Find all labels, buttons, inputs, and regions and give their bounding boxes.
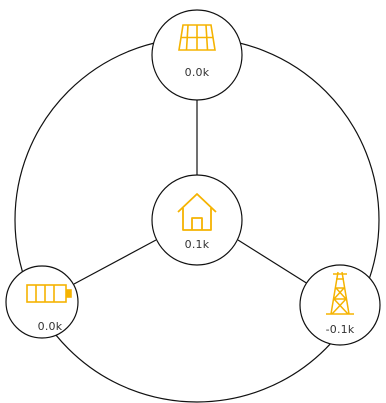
- grid-value: -0.1k: [325, 323, 355, 336]
- solar-panel-icon: [178, 24, 216, 51]
- solar-node[interactable]: [151, 9, 243, 101]
- battery-node[interactable]: [5, 265, 79, 339]
- connector-home-grid: [237, 239, 309, 285]
- home-value: 0.1k: [184, 238, 210, 251]
- connector-home-battery: [73, 239, 157, 285]
- battery-value: 0.0k: [37, 320, 63, 333]
- home-node[interactable]: [151, 174, 243, 266]
- battery-icon: [26, 284, 72, 303]
- grid-node[interactable]: [299, 264, 381, 346]
- solar-value: 0.0k: [184, 66, 210, 79]
- house-icon: [177, 193, 217, 231]
- power-tower-icon: [326, 271, 354, 315]
